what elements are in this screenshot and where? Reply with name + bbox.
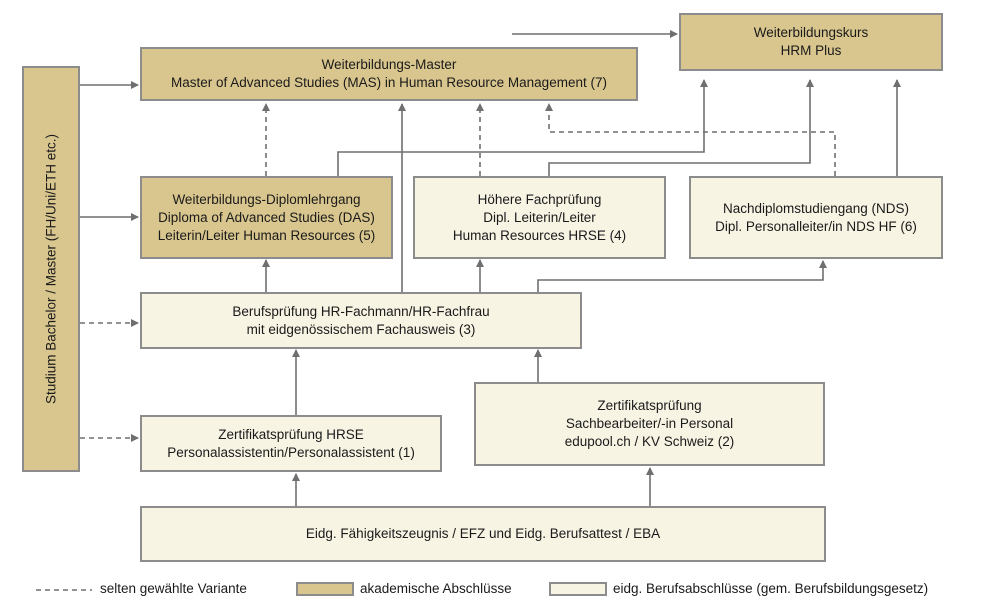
nds-line-1: Nachdiplomstudiengang (NDS) [722,200,910,216]
hfp-line-1: Höhere Fachprüfung [477,191,602,207]
mas-line-2: Master of Advanced Studies (MAS) in Huma… [171,75,607,90]
bp-box: Berufsprüfung HR-Fachmann/HR-Fachfrau mi… [140,292,582,349]
arrow-nds-to-mas [545,103,836,176]
hfp-line-2: Dipl. Leiterin/Leiter [483,209,596,225]
zp-sb-box: Zertifikatsprüfung Sachbearbeiter/-in Pe… [474,382,825,466]
bp-line-1: Berufsprüfung HR-Fachmann/HR-Fachfrau [232,303,490,319]
study-column-label: Studium Bachelor / Master (FH/Uni/ETH et… [43,133,59,405]
hfp-line-3: Human Resources HRSE (4) [452,227,627,243]
efz-line-1: Eidg. Fähigkeitszeugnis / EFZ und Eidg. … [305,526,661,541]
arrow-bp-to-nds [537,260,827,292]
nds-box: Nachdiplomstudiengang (NDS) Dipl. Person… [689,176,943,259]
arrow-hfp-to-hrm [548,79,814,176]
mas-box: Weiterbildungs-Master Master of Advanced… [140,47,638,101]
legend-dashed-label: selten gewählte Variante [100,581,247,596]
efz-box: Eidg. Fähigkeitszeugnis / EFZ und Eidg. … [140,506,826,562]
das-line-1: Weiterbildungs-Diplomlehrgang [172,191,361,207]
hrm-line-2: HRM Plus [780,43,842,58]
zp-hrse-line-1: Zertifikatsprüfung HRSE [218,426,364,442]
study-column: Studium Bachelor / Master (FH/Uni/ETH et… [22,66,80,472]
hrm-plus-box: Weiterbildungskurs HRM Plus [679,13,943,71]
zp-sb-line-2: Sachbearbeiter/-in Personal [565,416,734,431]
das-box: Weiterbildungs-Diplomlehrgang Diploma of… [140,176,393,259]
arrow-das-to-hrm [337,79,708,176]
das-line-3: Leiterin/Leiter Human Resources (5) [157,227,376,243]
hfp-box: Höhere Fachprüfung Dipl. Leiterin/Leiter… [413,176,666,259]
bp-line-2: mit eidgenössischem Fachausweis (3) [246,321,476,337]
zp-sb-line-3: edupool.ch / KV Schweiz (2) [564,434,735,449]
hrm-line-1: Weiterbildungskurs [753,25,869,40]
zp-hrse-box: Zertifikatsprüfung HRSE Personalassisten… [140,415,442,472]
zp-sb-line-1: Zertifikatsprüfung [597,398,702,413]
legend-academic-label: akademische Abschlüsse [360,581,512,596]
nds-line-2: Dipl. Personalleiter/in NDS HF (6) [715,218,917,234]
legend-academic-swatch [296,582,354,596]
legend-vocational-swatch [549,582,607,596]
legend-vocational-label: eidg. Berufsabschlüsse (gem. Berufsbildu… [613,581,929,596]
das-line-2: Diploma of Advanced Studies (DAS) [158,209,375,225]
mas-line-1: Weiterbildungs-Master [321,57,457,72]
zp-hrse-line-2: Personalassistentin/Personalassistent (1… [167,444,415,460]
